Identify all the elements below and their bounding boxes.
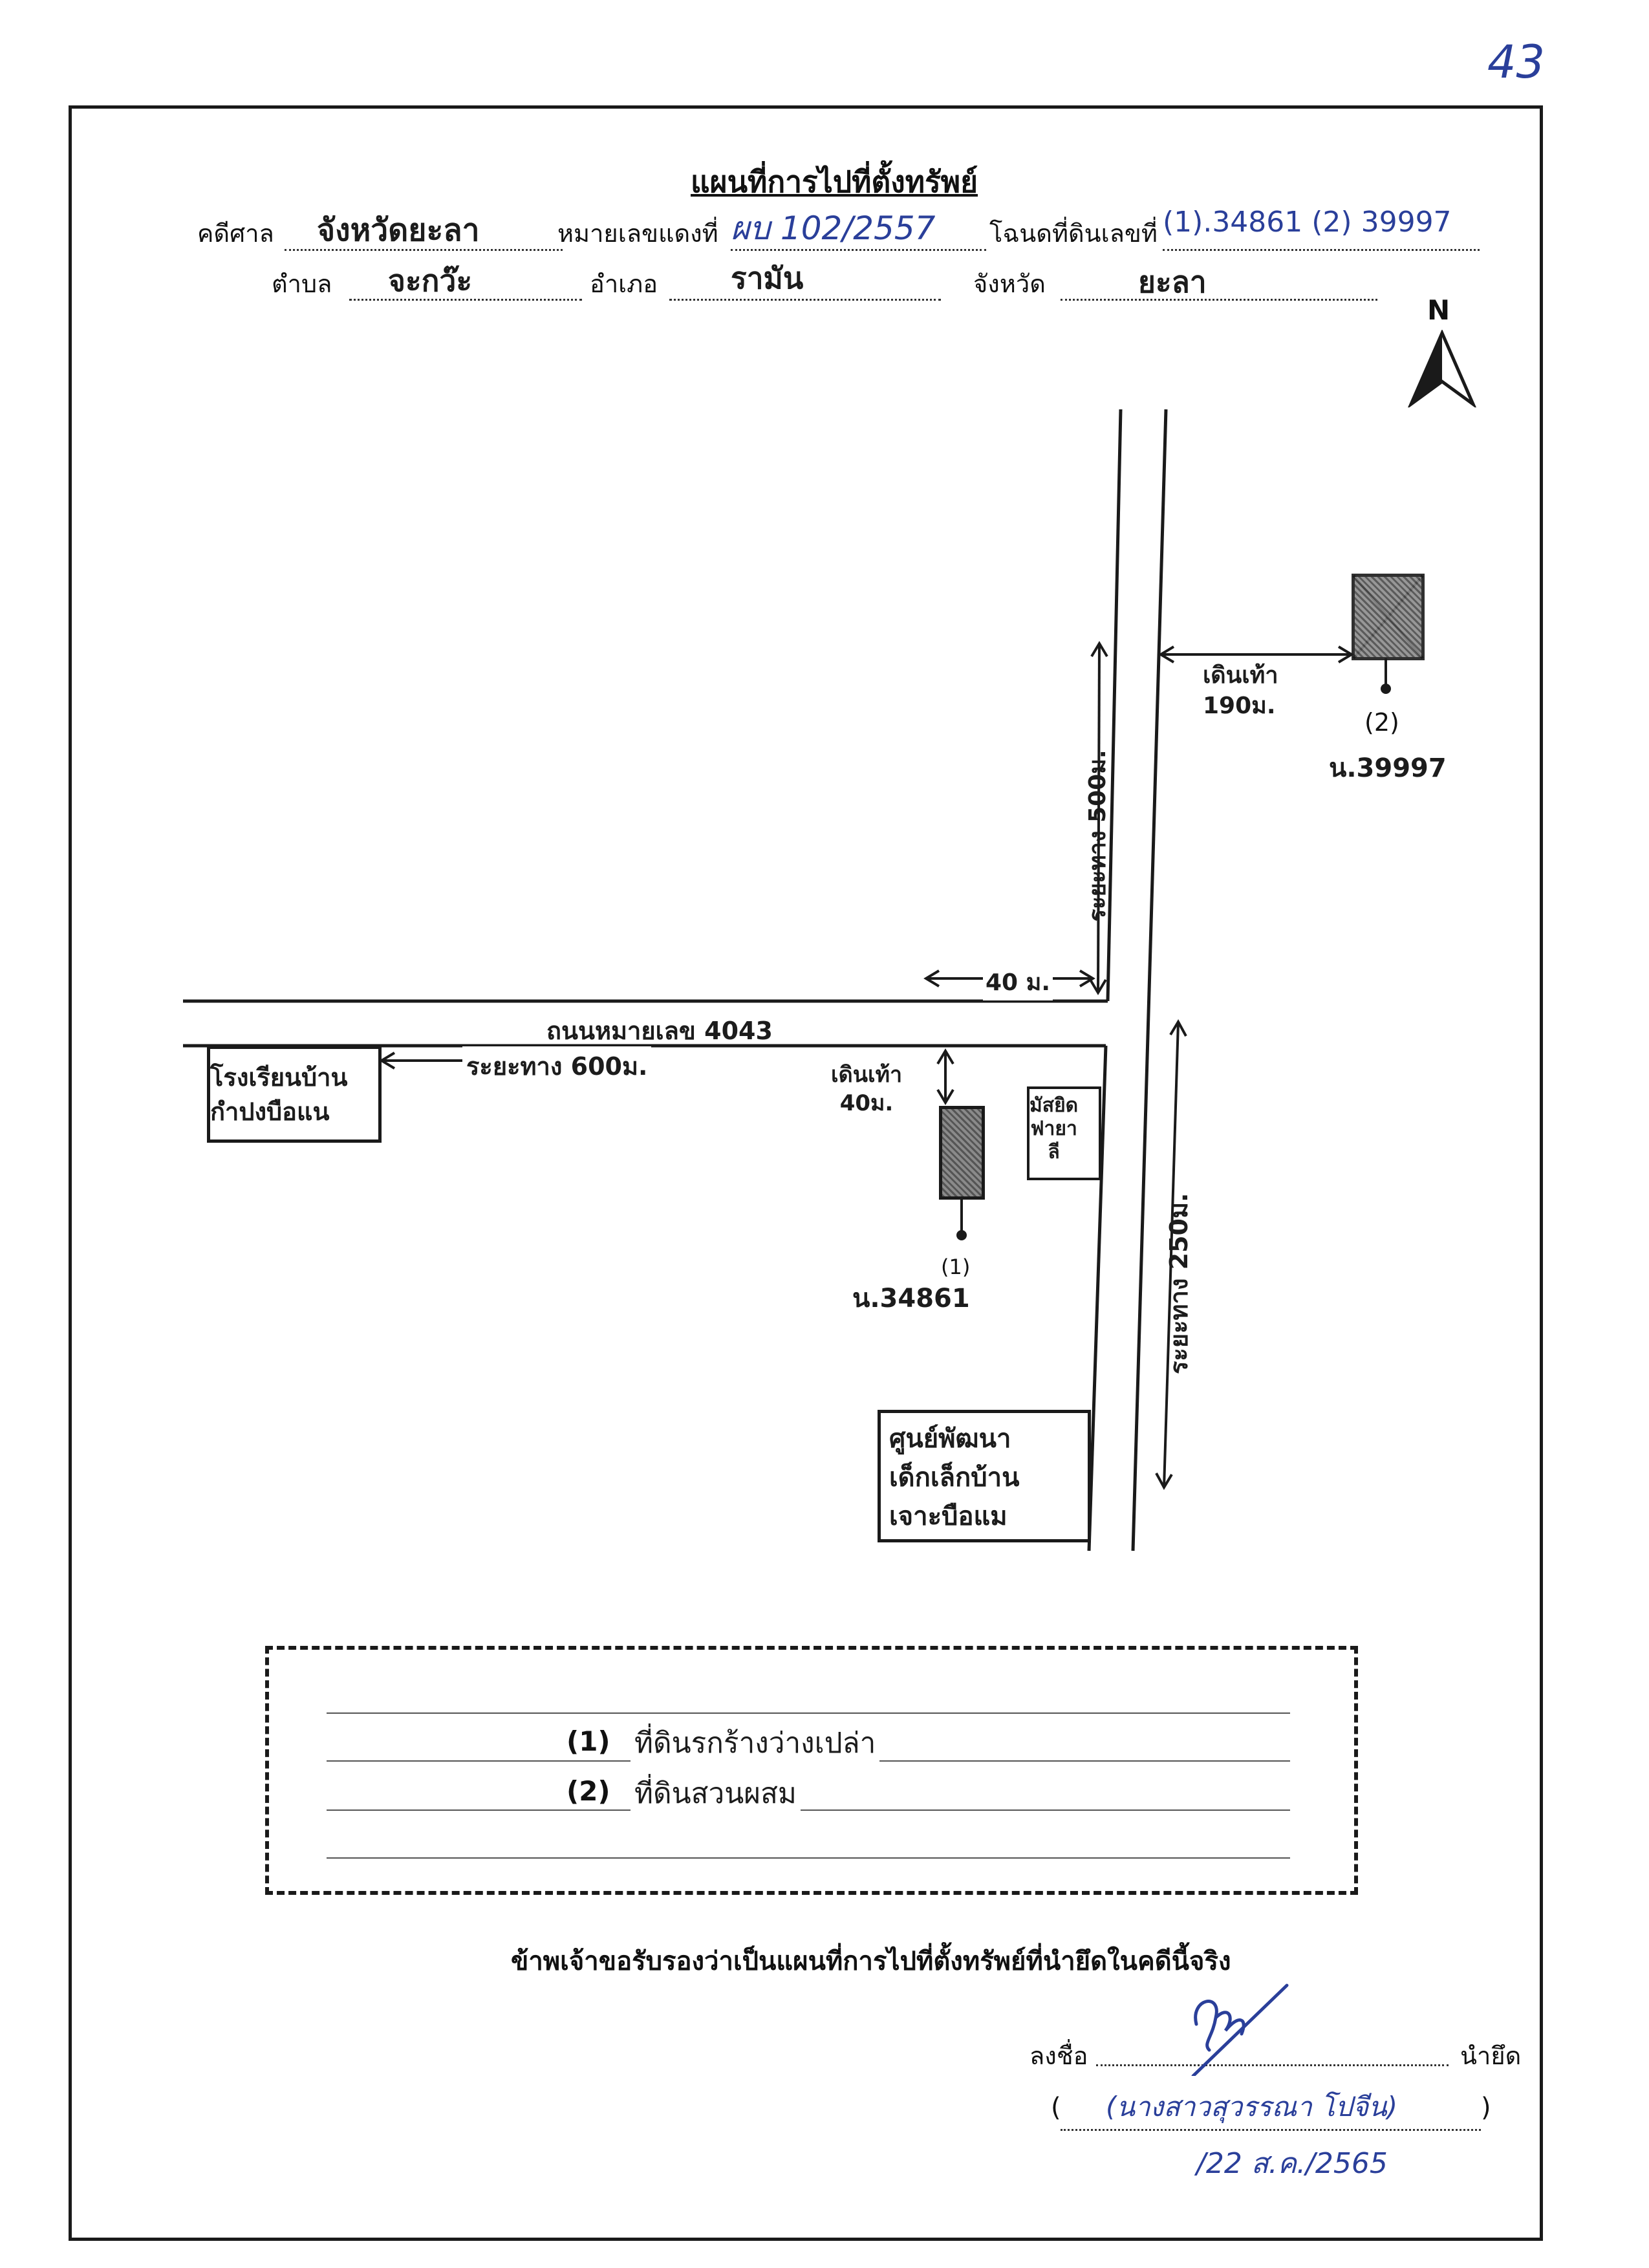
distance-600-label: ระยะทาง 600ม. — [462, 1046, 652, 1086]
plot-1-marker-box — [939, 1106, 985, 1200]
deed-underline — [1163, 249, 1480, 251]
vertical-road-left-edge — [1106, 409, 1123, 1002]
role-label: นำยึด — [1460, 2042, 1522, 2070]
distance-40-road-label: 40 ม. — [983, 964, 1053, 1000]
distance-250-label: ระยะทาง 250ม. — [1165, 1193, 1193, 1374]
open-paren: ( — [1051, 2093, 1061, 2122]
mosque-label: มัสยิด ฟายา ลี — [1029, 1094, 1079, 1163]
mosque-box — [1027, 1086, 1101, 1180]
plot-2-marker-box — [1352, 574, 1425, 660]
subdistrict-label: ตำบล — [272, 270, 332, 298]
school-label: โรงเรียนบ้าน กำปงบือแน — [210, 1063, 348, 1127]
province-underline — [1061, 299, 1377, 301]
signature-label: ลงชื่อ — [1029, 2042, 1088, 2070]
legend-item-2-number: (2) — [563, 1775, 614, 1807]
signature-mark — [1191, 1983, 1289, 2076]
north-arrow-icon — [1408, 330, 1476, 407]
deed-value: (1).34861 (2) 39997 — [1163, 206, 1452, 239]
legend-line-1 — [327, 1712, 1290, 1714]
case-no-value: ผบ 102/2557 — [731, 210, 936, 247]
walk-40-label: เดินเท้า 40ม. — [831, 1062, 903, 1117]
legend-box — [265, 1646, 1358, 1895]
district-label: อำเภอ — [590, 270, 658, 298]
district-underline — [669, 299, 941, 301]
childcare-center-label: ศูนย์พัฒนา เด็กเล็กบ้าน เจาะบือแม — [889, 1424, 1020, 1531]
district-value: รามัน — [731, 261, 804, 296]
lower-road-left-edge — [1087, 1045, 1108, 1551]
childcare-center-box — [878, 1410, 1091, 1542]
page-title: แผนที่การไปที่ตั้งทรัพย์ — [691, 164, 978, 199]
deed-label: โฉนดที่ดินเลขที่ — [989, 219, 1158, 248]
signer-name: (นางสาวสุวรรณา โปจีน) — [1106, 2091, 1398, 2122]
case-no-label: หมายเลขแดงที่ — [557, 219, 718, 248]
close-paren: ) — [1481, 2093, 1491, 2122]
plot-1-number: (1) — [941, 1255, 971, 1279]
legend-item-2-text: ที่ดินสวนผสม — [630, 1771, 801, 1816]
page-number: 43 — [1487, 36, 1546, 89]
plot-2-deed: น.39997 — [1329, 753, 1447, 783]
signature-line — [1096, 2064, 1449, 2066]
north-label: N — [1427, 294, 1450, 326]
province-label: จังหวัด — [973, 270, 1046, 298]
province-value: ยะลา — [1138, 265, 1207, 299]
plot-1-deed: น.34861 — [852, 1284, 970, 1313]
school-box — [207, 1046, 382, 1143]
subdistrict-underline — [349, 299, 582, 301]
court-underline — [285, 249, 563, 251]
certification-text: ข้าพเจ้าขอรับรองว่าเป็นแผนที่การไปที่ตั้… — [511, 1947, 1231, 1976]
distance-500-label: ระยะทาง 500ม. — [1084, 750, 1111, 922]
legend-line-3 — [327, 1809, 1290, 1811]
court-label: คดีศาล — [197, 219, 274, 248]
vertical-road-right-edge — [1131, 409, 1168, 1551]
walk-190-label: เดินเท้า 190ม. — [1203, 662, 1278, 719]
document-frame — [69, 105, 1543, 2241]
legend-item-1-number: (1) — [563, 1725, 614, 1757]
plot-2-number: (2) — [1364, 708, 1399, 737]
legend-item-1-text: ที่ดินรกร้างว่างเปล่า — [630, 1720, 880, 1766]
court-value: จังหวัดยะลา — [317, 212, 480, 248]
road-name: ถนนหมายเลข 4043 — [546, 1017, 773, 1045]
signature-date: /22 ส.ค./2565 — [1196, 2147, 1388, 2180]
legend-line-4 — [327, 1857, 1290, 1859]
name-line — [1061, 2129, 1481, 2131]
subdistrict-value: จะกว๊ะ — [388, 263, 473, 298]
case-no-underline — [731, 249, 986, 251]
